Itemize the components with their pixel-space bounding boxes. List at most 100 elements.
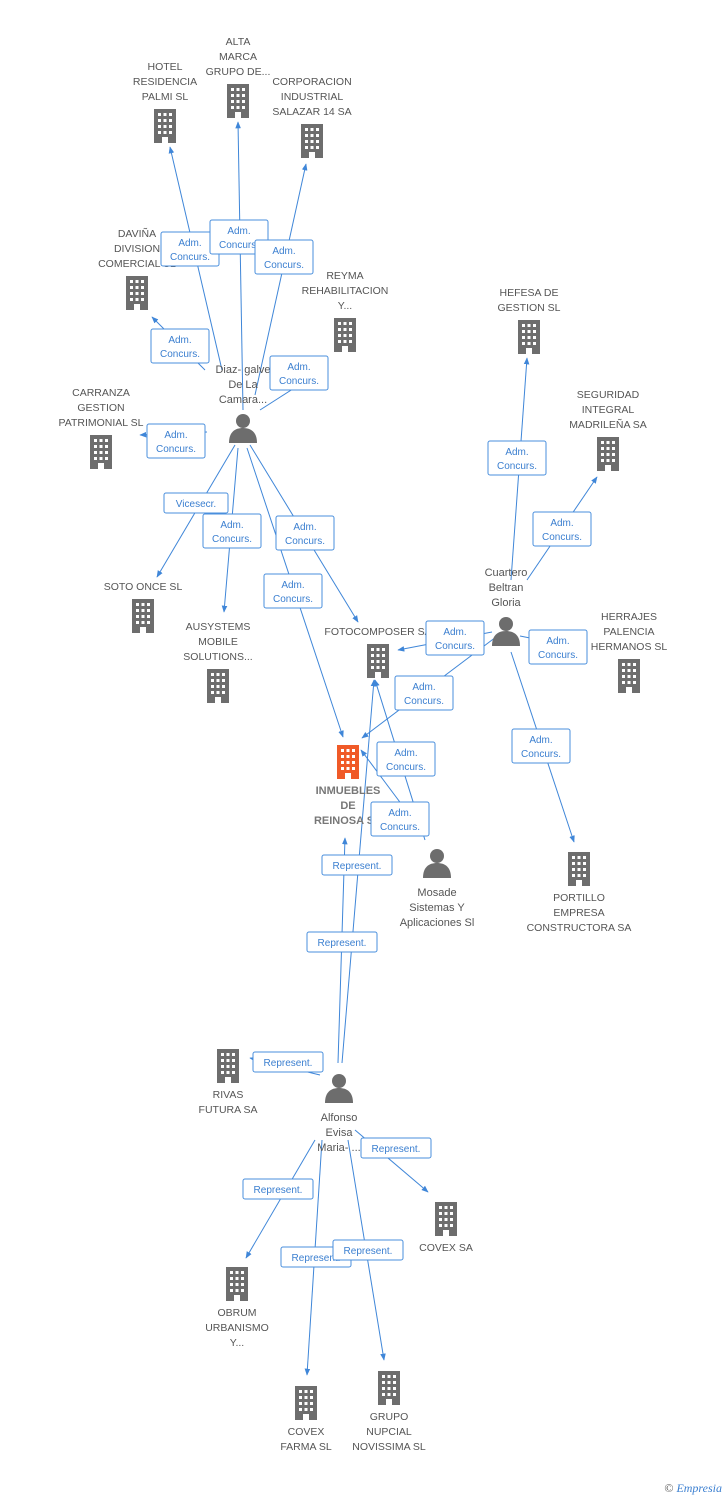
- building-icon[interactable]: [217, 1049, 239, 1083]
- edge-label-box[interactable]: [370, 801, 430, 837]
- edge-label-e-foto-diaz[interactable]: Adm.Concurs.: [275, 515, 335, 551]
- building-icon[interactable]: [568, 852, 590, 886]
- building-icon[interactable]: [367, 644, 389, 678]
- edge-label-e-inm-diaz[interactable]: Adm.Concurs.: [263, 573, 323, 609]
- edge-label-box[interactable]: [532, 511, 592, 547]
- edge-label-box[interactable]: [150, 328, 210, 364]
- edge-label-box[interactable]: [263, 573, 323, 609]
- building-icon[interactable]: [226, 1267, 248, 1301]
- node-label: GESTION SL: [497, 302, 560, 314]
- edge-label-box[interactable]: [376, 741, 436, 777]
- edge-label-e-corp[interactable]: Adm.Concurs.: [254, 239, 314, 275]
- building-icon[interactable]: [227, 84, 249, 118]
- edge-label-e-ausys[interactable]: Adm.Concurs.: [202, 513, 262, 549]
- edge-label-box[interactable]: [254, 239, 314, 275]
- edge-label-e-inm-mos[interactable]: Adm.Concurs.: [370, 801, 430, 837]
- edge-label-e-hefesa[interactable]: Adm.Concurs.: [487, 440, 547, 476]
- edge-label-e-foto-cuart[interactable]: Adm.Concurs.: [425, 620, 485, 656]
- edge-label-text: Adm.: [529, 735, 552, 746]
- node-fotocomposer[interactable]: FOTOCOMPOSER SA: [324, 626, 432, 678]
- edge-label-e-foto-mos[interactable]: Adm.Concurs.: [376, 741, 436, 777]
- building-icon[interactable]: [435, 1202, 457, 1236]
- edge-label-e-davina[interactable]: Adm.Concurs.: [150, 328, 210, 364]
- building-icon[interactable]: [90, 435, 112, 469]
- building-icon[interactable]: [378, 1371, 400, 1405]
- building-icon[interactable]: [126, 276, 148, 310]
- node-soto[interactable]: SOTO ONCE SL: [104, 581, 183, 633]
- edge-label-box[interactable]: [425, 620, 485, 656]
- edge-label-e-hotel[interactable]: Adm.Concurs.: [160, 231, 220, 267]
- person-icon[interactable]: [492, 617, 520, 646]
- edge-label-e-reyma[interactable]: Adm.Concurs.: [269, 355, 329, 391]
- node-obrum[interactable]: OBRUMURBANISMOY...: [205, 1267, 269, 1349]
- brand-logo[interactable]: Empresia: [676, 1481, 722, 1495]
- building-icon[interactable]: [518, 320, 540, 354]
- building-icon[interactable]: [301, 124, 323, 158]
- edge-label-box[interactable]: [269, 355, 329, 391]
- person-icon[interactable]: [423, 849, 451, 878]
- edge-label-e-grupo[interactable]: Represent.: [332, 1239, 404, 1261]
- building-icon[interactable]: [132, 599, 154, 633]
- edge-label-box[interactable]: [394, 675, 454, 711]
- edge-label-e-herrajes[interactable]: Adm.Concurs.: [528, 629, 588, 665]
- edge-label-box[interactable]: [487, 440, 547, 476]
- building-icon[interactable]: [334, 318, 356, 352]
- edge-label-e-inm-cuart[interactable]: Adm.Concurs.: [394, 675, 454, 711]
- edge-label-e-obrum[interactable]: Represent.: [242, 1178, 314, 1200]
- edge-label-box[interactable]: [252, 1051, 324, 1073]
- edge-label-box[interactable]: [275, 515, 335, 551]
- person-icon[interactable]: [229, 414, 257, 443]
- edge-label-box[interactable]: [528, 629, 588, 665]
- edge-label-box[interactable]: [163, 492, 229, 514]
- building-icon[interactable]: [618, 659, 640, 693]
- edge-label-box[interactable]: [332, 1239, 404, 1261]
- edge-label-box[interactable]: [242, 1178, 314, 1200]
- edge-label-text: Concurs.: [497, 461, 537, 472]
- edge-label-e-carranza[interactable]: Adm.Concurs.: [146, 423, 206, 459]
- building-icon[interactable]: [207, 669, 229, 703]
- node-reyma[interactable]: REYMAREHABILITACIONY...: [302, 270, 389, 352]
- edge-label-box[interactable]: [202, 513, 262, 549]
- node-label: NOVISSIMA SL: [352, 1441, 426, 1453]
- edge-label-e-seguridad[interactable]: Adm.Concurs.: [532, 511, 592, 547]
- edge-label-box[interactable]: [321, 854, 393, 876]
- edge-label-e-alta[interactable]: Adm.Concurs.: [209, 219, 269, 255]
- node-ausystems[interactable]: AUSYSTEMSMOBILESOLUTIONS...: [183, 621, 253, 703]
- edge-label-box[interactable]: [511, 728, 571, 764]
- edge-label-box[interactable]: [306, 931, 378, 953]
- edge-label-e-inm-alf2[interactable]: Represent.: [306, 931, 378, 953]
- edge-label-box[interactable]: [146, 423, 206, 459]
- edge-label-e-inm-alf1[interactable]: Represent.: [321, 854, 393, 876]
- node-label: Evisa: [326, 1127, 354, 1139]
- person-icon[interactable]: [325, 1074, 353, 1103]
- node-covex[interactable]: COVEX SA: [419, 1202, 473, 1254]
- edge-label-e-rivas[interactable]: Represent.: [252, 1051, 324, 1073]
- edge-label-e-covex[interactable]: Represent.: [360, 1137, 432, 1159]
- edge-label-box[interactable]: [209, 219, 269, 255]
- building-icon[interactable]: [337, 745, 359, 779]
- building-icon[interactable]: [154, 109, 176, 143]
- node-label: PALENCIA: [603, 626, 654, 638]
- edge-label-e-portillo[interactable]: Adm.Concurs.: [511, 728, 571, 764]
- edge-label-e-soto[interactable]: Vicesecr.: [163, 492, 229, 514]
- building-icon[interactable]: [295, 1386, 317, 1420]
- node-alfonso[interactable]: AlfonsoEvisaMaria- ...: [317, 1074, 361, 1154]
- building-icon[interactable]: [597, 437, 619, 471]
- edge-label-box[interactable]: [360, 1137, 432, 1159]
